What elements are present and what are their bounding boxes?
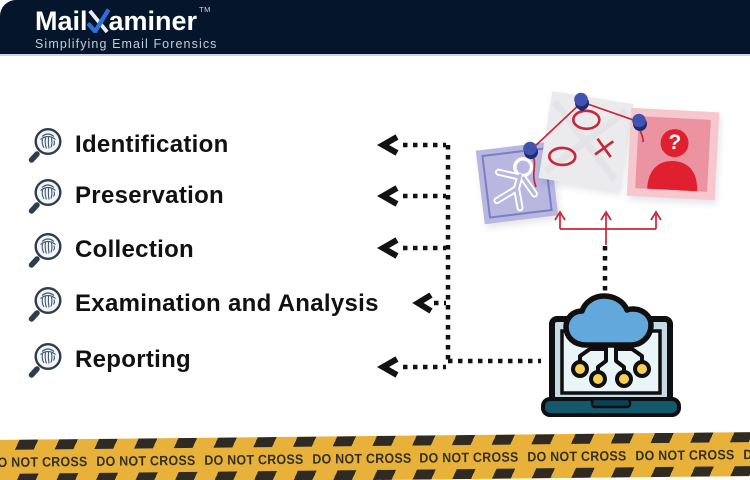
magnifier-fingerprint-icon — [28, 232, 62, 268]
magnifier-fingerprint-icon — [28, 127, 62, 163]
header-bar: Mail aminer TM Simplifying Email Forensi… — [0, 0, 750, 56]
caution-tape: DO NOT CROSS DO NOT CROSS DO NOT CROSS D… — [0, 431, 750, 480]
cloud-icon — [563, 293, 654, 348]
brand-tagline: Simplifying Email Forensics — [35, 37, 218, 52]
magnifier-fingerprint-icon — [28, 286, 62, 322]
step-identification: Identification — [28, 126, 229, 164]
tape-text: DO NOT CROSS — [635, 446, 735, 463]
brand-wordmark: Mail aminer TM — [35, 5, 218, 36]
magnifier-fingerprint-icon — [28, 178, 62, 214]
step-label: Examination and Analysis — [75, 290, 379, 317]
tape-text: DO NOT CROSS — [96, 452, 196, 469]
evidence-card-body-outline — [475, 141, 559, 225]
step-preservation: Preservation — [28, 177, 224, 215]
evidence-marks-icon — [543, 99, 629, 183]
magnifier-fingerprint-icon — [28, 342, 62, 378]
step-label: Collection — [75, 236, 195, 263]
step-examination-analysis: Examination and Analysis — [28, 285, 379, 323]
suspect-photo: ? — [635, 116, 711, 192]
tape-text: DO NOT CROSS — [527, 447, 627, 464]
step-collection: Collection — [28, 231, 194, 269]
laptop-cloud-icon — [541, 293, 681, 417]
step-reporting: Reporting — [28, 341, 191, 379]
step-label: Preservation — [75, 182, 225, 209]
step-label: Reporting — [75, 346, 192, 373]
suspect-silhouette-icon: ? — [647, 129, 698, 192]
tape-text: DO NOT CROSS — [743, 446, 750, 462]
brand-prefix: Mail — [35, 6, 88, 36]
trademark-symbol: TM — [199, 5, 211, 14]
body-outline-icon — [493, 157, 538, 212]
tape-text: DO NOT CROSS — [419, 448, 520, 466]
step-label: Identification — [75, 131, 229, 158]
tape-text: DO NOT CROSS — [311, 450, 412, 467]
brand-x-checkmark-icon — [86, 8, 110, 33]
evidence-card-suspect: ? — [626, 107, 720, 201]
evidence-card-clue-map — [538, 91, 634, 191]
brand-logo: Mail aminer TM Simplifying Email Forensi… — [35, 5, 218, 52]
brand-suffix: aminer — [108, 6, 198, 36]
tape-text: DO NOT CROSS — [203, 451, 304, 468]
question-mark: ? — [668, 131, 682, 155]
tape-text: DO NOT CROSS — [0, 453, 88, 470]
